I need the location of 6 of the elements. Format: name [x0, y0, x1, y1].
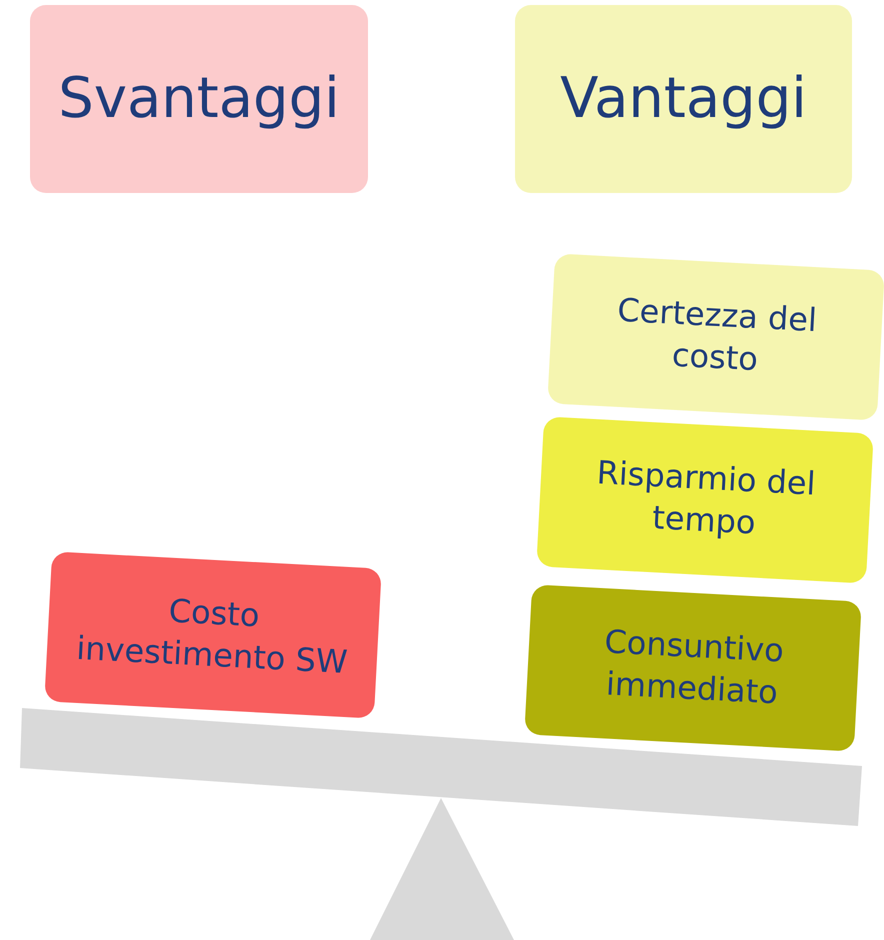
heading-box: Svantaggi — [30, 5, 368, 193]
disadvantage-box: Costo investimento SW — [44, 551, 382, 719]
advantage-box: Risparmio del tempo — [536, 416, 874, 584]
advantage-box: Certezza del costo — [547, 253, 884, 421]
heading-box: Vantaggi — [515, 5, 852, 193]
advantage-box: Consuntivo immediato — [524, 584, 862, 752]
